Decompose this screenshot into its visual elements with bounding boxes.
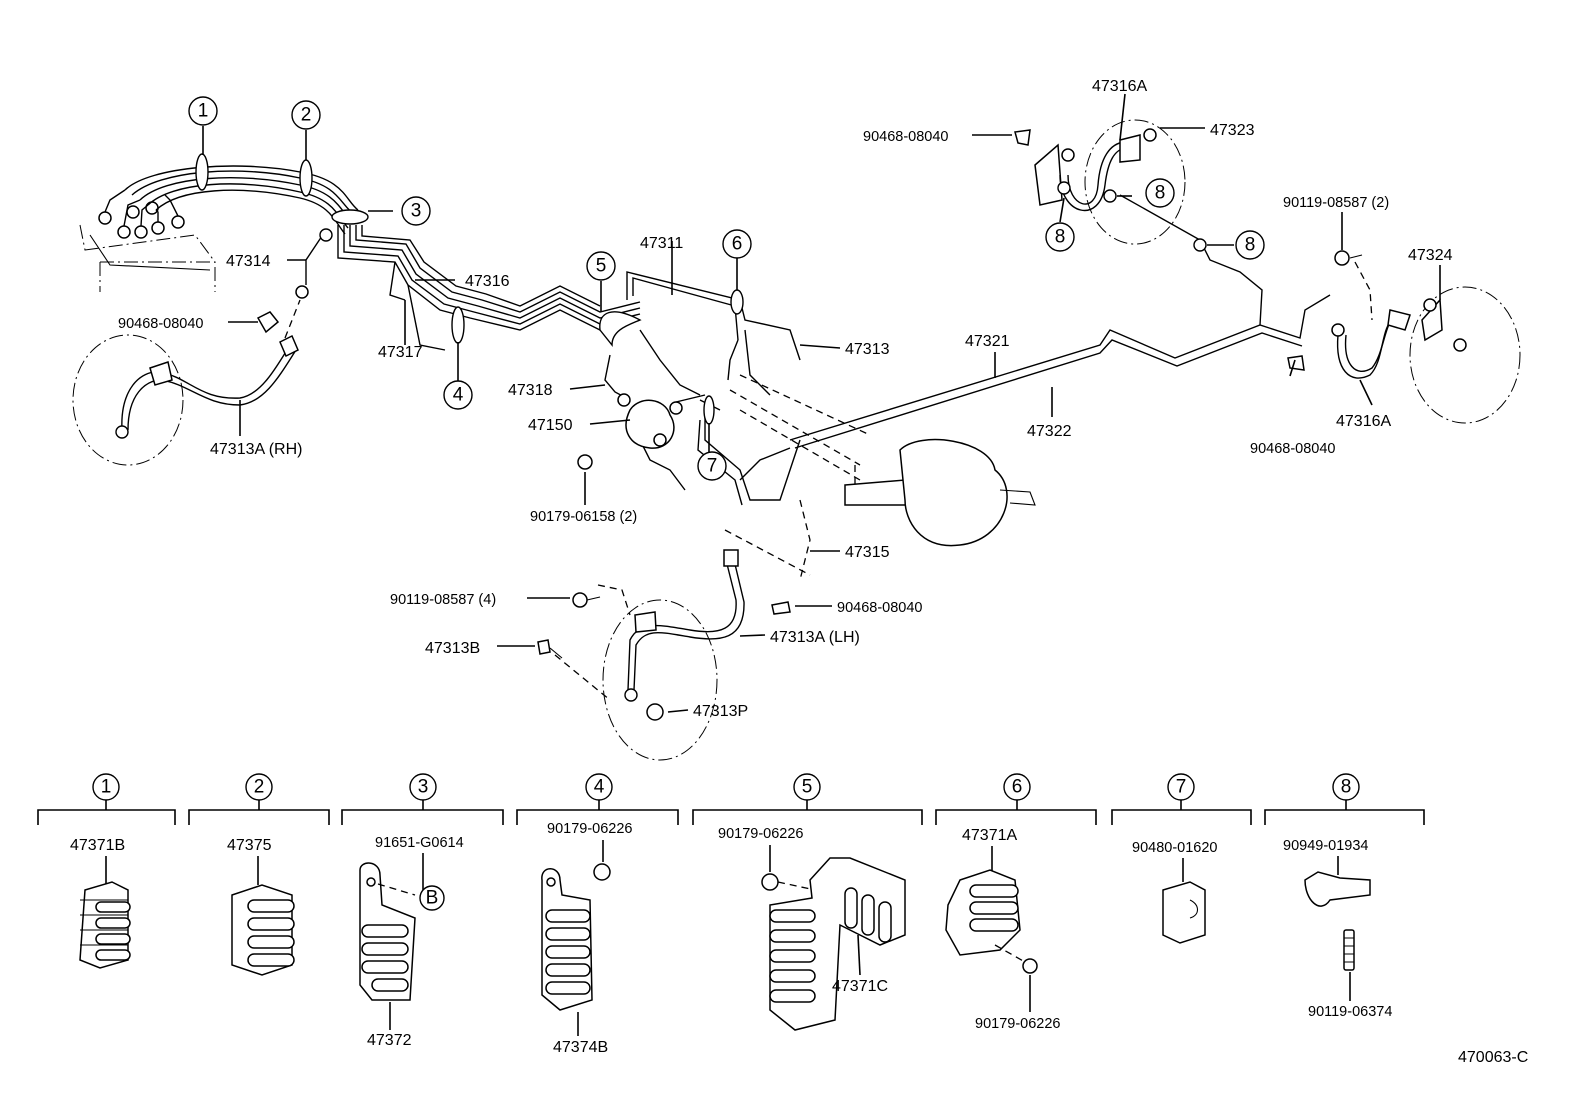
label-90119-right[interactable]: 90119-08587 (2) <box>1283 195 1389 211</box>
clamp-90480-drawing <box>1162 881 1206 944</box>
svg-text:4: 4 <box>594 777 605 798</box>
clamp-90949-drawing <box>1304 871 1371 971</box>
svg-text:5: 5 <box>596 256 607 277</box>
clamp-legend: 1 2 3 4 5 6 7 8 47371B <box>37 773 1425 1056</box>
label-47313a-lh[interactable]: 47313A (LH) <box>770 629 860 646</box>
label-47374b[interactable]: 47374B <box>553 1039 608 1056</box>
leader-lines <box>202 93 1441 713</box>
lh-front-hose <box>537 529 811 761</box>
svg-text:1: 1 <box>101 777 112 798</box>
svg-text:2: 2 <box>254 777 265 798</box>
label-47321[interactable]: 47321 <box>965 333 1010 350</box>
label-90179-06158[interactable]: 90179-06158 (2) <box>530 509 637 525</box>
callout-8-b[interactable]: 8 <box>1045 222 1075 252</box>
legend-callout-3[interactable]: 3 <box>409 773 437 801</box>
label-90949-01934[interactable]: 90949-01934 <box>1283 838 1368 854</box>
master-cylinder-drawing <box>729 374 1036 581</box>
label-47322[interactable]: 47322 <box>1027 423 1072 440</box>
label-47316a-right[interactable]: 47316A <box>1336 413 1391 430</box>
rh-front-hose <box>72 228 333 466</box>
label-47313[interactable]: 47313 <box>845 341 890 358</box>
svg-text:6: 6 <box>732 234 743 255</box>
clamp-47374b-drawing <box>541 863 611 1011</box>
label-47313p[interactable]: 47313P <box>693 703 748 720</box>
label-47323[interactable]: 47323 <box>1210 122 1255 139</box>
legend-callout-5[interactable]: 5 <box>793 773 821 801</box>
svg-text:4: 4 <box>453 385 464 406</box>
clamp-47372-drawing <box>359 862 416 1001</box>
clamp-47371c-drawing <box>761 857 906 1031</box>
svg-text:8: 8 <box>1055 227 1066 248</box>
label-47313b[interactable]: 47313B <box>425 640 480 657</box>
label-90468-top[interactable]: 90468-08040 <box>863 129 948 145</box>
legend-callout-2[interactable]: 2 <box>245 773 273 801</box>
label-90119-06374[interactable]: 90119-06374 <box>1308 1004 1392 1020</box>
rear-brake-lines <box>739 194 1331 481</box>
legend-callout-1[interactable]: 1 <box>92 773 120 801</box>
clamp-47371b-drawing <box>79 881 131 969</box>
svg-text:8: 8 <box>1341 777 1352 798</box>
callout-8-a[interactable]: 8 <box>1145 178 1175 208</box>
callout-7-main[interactable]: 7 <box>697 451 727 481</box>
label-47371c[interactable]: 47371C <box>832 978 888 995</box>
label-47316a-top[interactable]: 47316A <box>1092 78 1147 95</box>
label-90119-left[interactable]: 90119-08587 (4) <box>390 592 496 608</box>
svg-text:B: B <box>426 888 439 909</box>
legend-callout-6[interactable]: 6 <box>1003 773 1031 801</box>
svg-text:2: 2 <box>301 105 312 126</box>
svg-text:3: 3 <box>418 777 429 798</box>
svg-text:7: 7 <box>707 456 718 477</box>
bundle-clamps <box>195 153 744 425</box>
rear-lh-hose <box>1014 119 1207 252</box>
callout-6-main[interactable]: 6 <box>722 229 752 259</box>
label-47313a-rh[interactable]: 47313A (RH) <box>210 441 303 458</box>
label-47318[interactable]: 47318 <box>508 382 553 399</box>
svg-text:6: 6 <box>1012 777 1023 798</box>
svg-text:3: 3 <box>411 201 422 222</box>
legend-callout-4[interactable]: 4 <box>585 773 613 801</box>
label-90179-06226-c6[interactable]: 90179-06226 <box>975 1016 1060 1032</box>
label-47371a[interactable]: 47371A <box>962 827 1017 844</box>
clamp-47375-drawing <box>231 884 295 976</box>
callout-5-main[interactable]: 5 <box>586 251 616 281</box>
svg-text:1: 1 <box>198 101 209 122</box>
label-47375[interactable]: 47375 <box>227 837 272 854</box>
label-47150[interactable]: 47150 <box>528 417 573 434</box>
callout-8-c[interactable]: 8 <box>1235 230 1265 260</box>
callout-3-main[interactable]: 3 <box>401 196 431 226</box>
main-callouts: 1 2 3 4 5 6 7 8 <box>188 96 1265 481</box>
label-91651-g0614[interactable]: 91651-G0614 <box>375 835 464 851</box>
callout-b[interactable]: B <box>419 885 445 911</box>
label-90468-right[interactable]: 90468-08040 <box>1250 441 1335 457</box>
legend-callout-7[interactable]: 7 <box>1167 773 1195 801</box>
callout-2-main[interactable]: 2 <box>291 100 321 130</box>
clamp-47371a-drawing <box>945 869 1038 974</box>
label-90468-mid[interactable]: 90468-08040 <box>837 600 922 616</box>
label-90480-01620[interactable]: 90480-01620 <box>1132 840 1217 856</box>
proportioning-valve-drawing <box>577 393 721 470</box>
callout-4-main[interactable]: 4 <box>443 380 473 410</box>
label-47317[interactable]: 47317 <box>378 344 423 361</box>
label-90468-left[interactable]: 90468-08040 <box>118 316 203 332</box>
diagram-code: 470063-C <box>1458 1049 1528 1066</box>
legend-callout-8[interactable]: 8 <box>1332 773 1360 801</box>
label-47371b[interactable]: 47371B <box>70 837 125 854</box>
label-47372[interactable]: 47372 <box>367 1032 412 1049</box>
label-90179-06226-c5[interactable]: 90179-06226 <box>718 826 803 842</box>
abs-actuator-drawing <box>79 201 216 292</box>
callout-1-main[interactable]: 1 <box>188 96 218 126</box>
label-90179-06226-c4[interactable]: 90179-06226 <box>547 821 632 837</box>
svg-text:8: 8 <box>1155 183 1166 204</box>
rear-rh-hose <box>1287 250 1521 424</box>
label-47324[interactable]: 47324 <box>1408 247 1453 264</box>
label-47316[interactable]: 47316 <box>465 273 510 290</box>
label-47314[interactable]: 47314 <box>226 253 271 270</box>
svg-text:8: 8 <box>1245 235 1256 256</box>
label-47315[interactable]: 47315 <box>845 544 890 561</box>
main-part-labels: 47314 47316 47317 47318 47150 47311 4731… <box>118 78 1453 720</box>
label-47311[interactable]: 47311 <box>640 235 683 252</box>
svg-text:5: 5 <box>802 777 813 798</box>
svg-text:7: 7 <box>1176 777 1187 798</box>
